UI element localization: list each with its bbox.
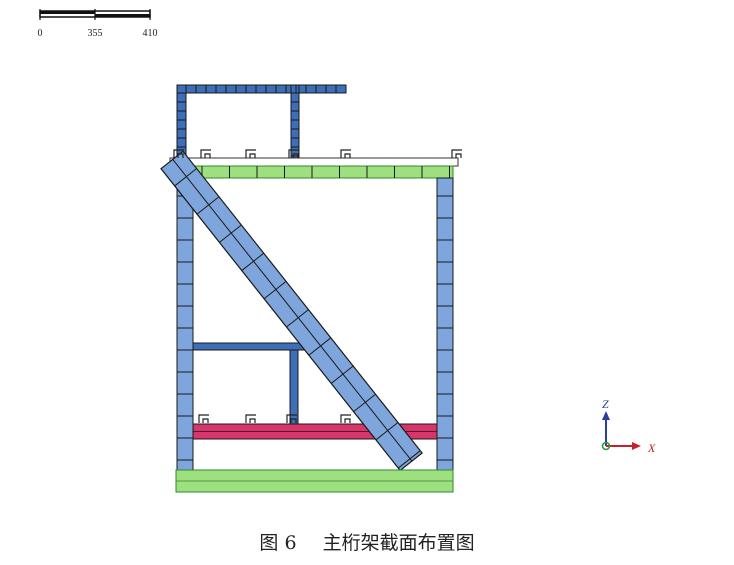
- brace-segment-line: [308, 337, 332, 356]
- top-chord-plate: [169, 157, 459, 167]
- z-axis-label: Z: [602, 397, 609, 411]
- left-column: [176, 177, 194, 471]
- rail-bracket: [245, 149, 256, 158]
- axis-triad: Z X: [601, 397, 656, 455]
- bottom-chord: [175, 469, 454, 493]
- diagonal-brace: [160, 150, 423, 472]
- brace-segment-line: [397, 450, 421, 469]
- right-column: [436, 177, 454, 471]
- rail-brackets: [173, 149, 462, 423]
- rail-bracket: [288, 149, 299, 158]
- rail-bracket: [340, 414, 351, 423]
- x-axis-label: X: [647, 441, 656, 455]
- brace-segment-line: [263, 281, 287, 300]
- rail-bracket: [198, 414, 209, 423]
- rail-bracket: [200, 149, 211, 158]
- upper-frame-left-column: [176, 84, 187, 164]
- rail-bracket: [245, 414, 256, 423]
- brace-segment-line: [286, 309, 309, 328]
- upper-frame-top-beam: [176, 84, 347, 94]
- scale-label-0: 0: [38, 28, 43, 39]
- scale-bar: 0 355 410: [38, 9, 158, 39]
- brace-segment-line: [174, 168, 197, 187]
- top-chord-member: [175, 165, 454, 179]
- rail-bracket: [340, 149, 351, 158]
- side-columns: [176, 177, 454, 471]
- upper-frame-middle-column: [290, 84, 300, 164]
- brace-segment-line: [353, 393, 376, 413]
- rail-bracket: [173, 149, 184, 158]
- top-chord: [169, 157, 459, 179]
- rail-bracket: [451, 149, 462, 158]
- brace-segment-line: [196, 196, 220, 215]
- brace-segment-line: [219, 224, 242, 243]
- scale-label-410: 410: [143, 28, 158, 39]
- scale-label-355: 355: [88, 28, 103, 39]
- brace-segment-line: [375, 422, 399, 441]
- rail-bracket: [286, 414, 297, 423]
- diagonal-brace-member: [160, 150, 423, 472]
- figure-caption: 图 6 主桁架截面布置图: [0, 528, 734, 555]
- brace-segment-line: [241, 252, 265, 271]
- upper-frame: [176, 84, 347, 164]
- brace-segment-line: [330, 365, 354, 384]
- middle-vertical-strut: [289, 349, 299, 425]
- figure-number: 图 6: [259, 532, 297, 554]
- figure-title: 主桁架截面布置图: [322, 532, 475, 554]
